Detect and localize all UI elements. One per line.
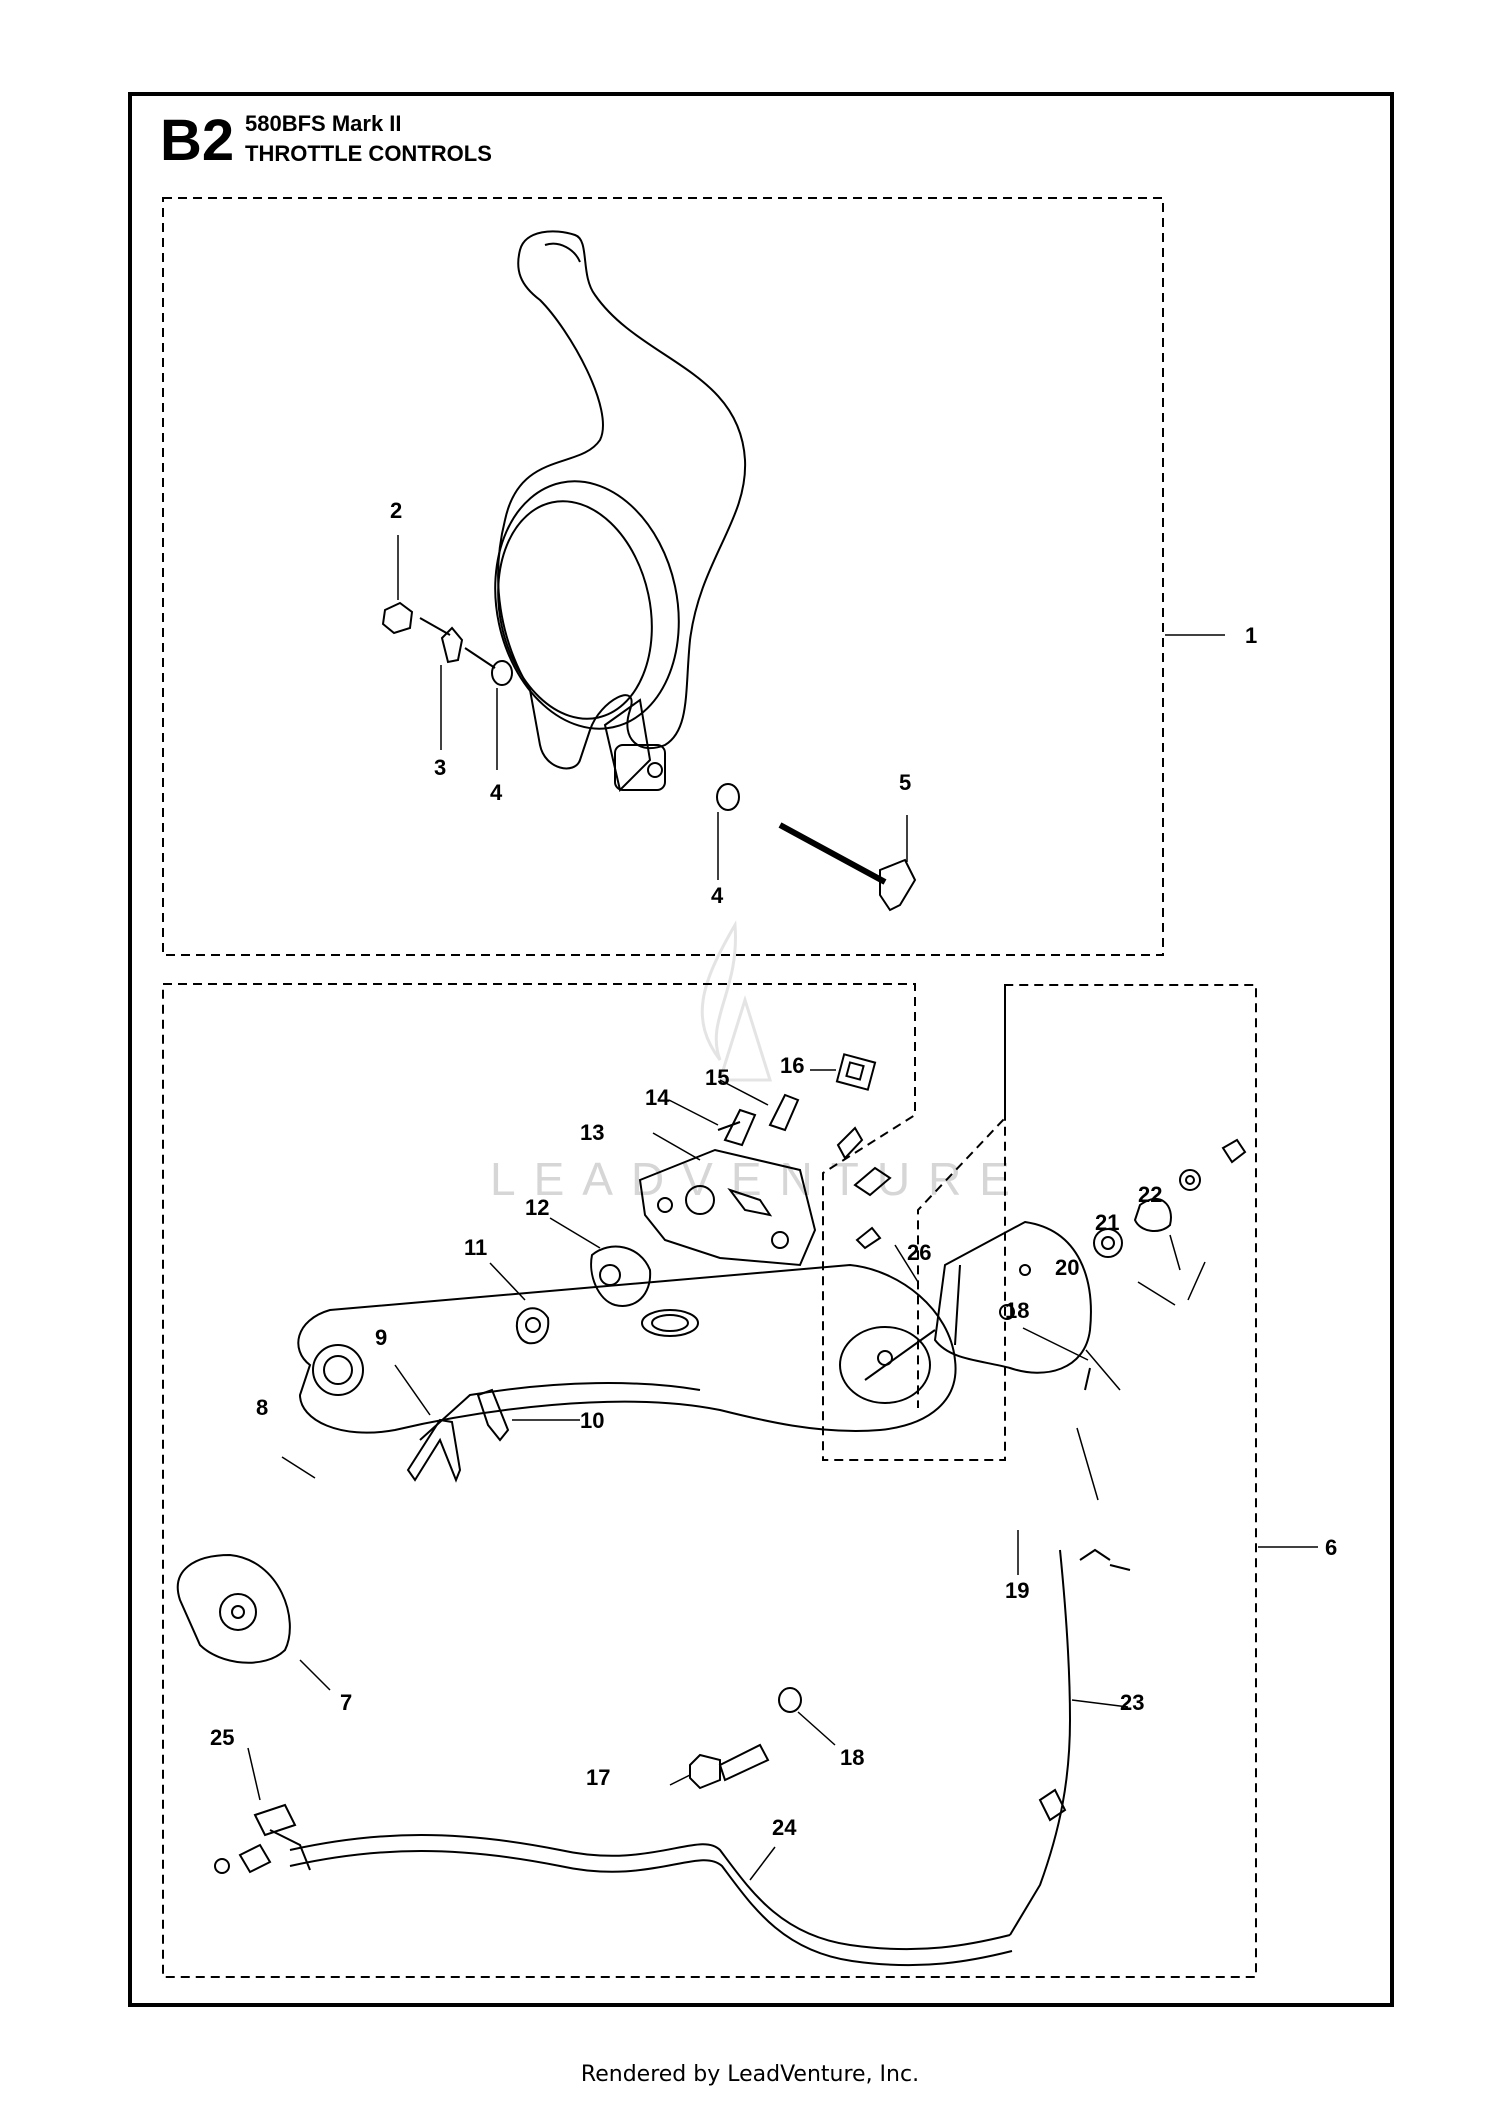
group-box-handle [162,197,1164,956]
callout-4a: 4 [490,780,503,805]
group-box-lower [162,983,1257,1978]
callout-24: 24 [772,1815,797,1840]
callout-4b: 4 [711,883,724,908]
callout-10: 10 [580,1408,604,1433]
group-boxes [162,197,1257,1978]
callout-labels: 2 3 4 4 5 1 6 13 14 15 16 12 11 9 10 8 7… [210,498,1337,1840]
callout-18a: 18 [1005,1298,1029,1323]
callout-25: 25 [210,1725,234,1750]
callout-1: 1 [1245,623,1257,648]
callout-5: 5 [899,770,911,795]
callout-2: 2 [390,498,402,523]
link-parts [406,1388,510,1483]
callout-9: 9 [375,1325,387,1350]
callout-3: 3 [434,755,446,780]
cap-part [177,1553,291,1664]
bolt-part [689,1687,802,1790]
housing-part [638,1053,877,1267]
callout-12: 12 [525,1195,549,1220]
callout-20: 20 [1055,1255,1079,1280]
cable-parts [214,1548,1131,1967]
group-box-divider [917,985,1006,1408]
washer-parts [515,1245,652,1345]
callout-21: 21 [1095,1210,1119,1235]
callout-16: 16 [780,1053,804,1078]
callout-11: 11 [464,1235,487,1260]
handle-bar-part [494,230,747,792]
callout-6: 6 [1325,1535,1337,1560]
section-title: THROTTLE CONTROLS [245,141,492,166]
arm-part [297,1263,957,1441]
callout-14: 14 [645,1085,670,1110]
watermark-logo [700,920,773,1082]
callout-17: 17 [586,1765,610,1790]
footer-credit: Rendered by LeadVenture, Inc. [580,2062,920,2087]
handle-hardware [381,601,917,912]
section-code: B2 [160,108,235,173]
callout-13: 13 [580,1120,604,1145]
callout-15: 15 [705,1065,729,1090]
model-name: 580BFS Mark II [245,111,402,136]
callout-26: 26 [907,1240,931,1265]
diagram-frame [128,92,1394,2007]
leader-lines [247,535,1318,1881]
bracket-part [853,1138,1247,1391]
callout-19: 19 [1005,1578,1029,1603]
callout-18b: 18 [840,1745,864,1770]
callout-22: 22 [1138,1182,1162,1207]
callout-23: 23 [1120,1690,1144,1715]
callout-8: 8 [256,1395,268,1420]
callout-7: 7 [340,1690,352,1715]
